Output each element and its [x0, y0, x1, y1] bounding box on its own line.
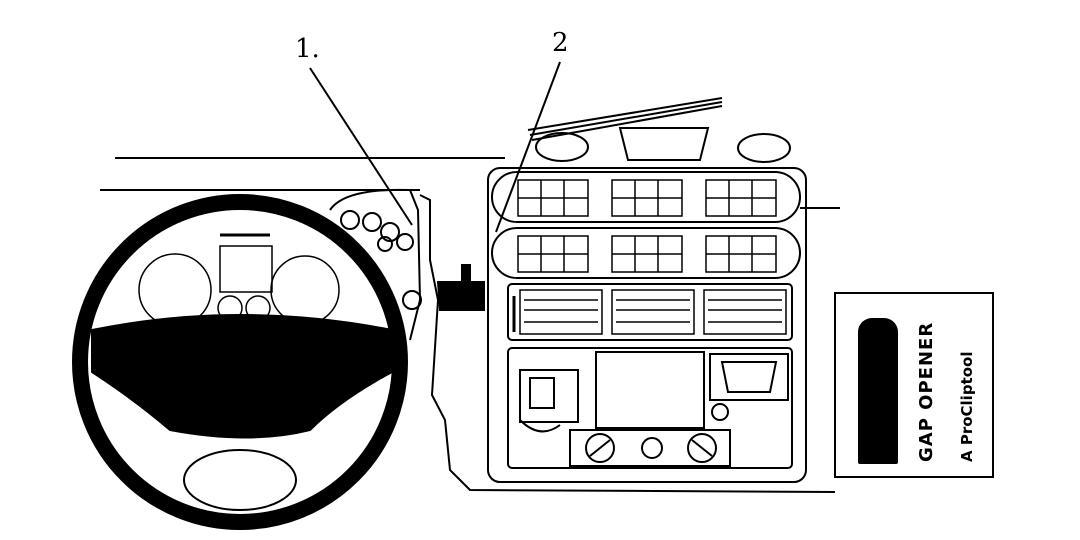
display-window [595, 351, 705, 429]
gap-opener-tool-icon [858, 318, 898, 464]
fan-knob [641, 437, 663, 459]
cluster-hood [329, 188, 422, 341]
callout-1-leader [309, 67, 413, 226]
control-panel [507, 283, 793, 341]
instrument-gauges [138, 233, 340, 327]
tool-subtitle: A ProCliptool [958, 351, 976, 462]
cluster-knob [402, 290, 422, 310]
climate-panel [569, 429, 731, 467]
callout-label-1: 1. [295, 34, 320, 64]
steering-wheel [72, 194, 408, 530]
center-console [487, 167, 807, 483]
steering-wheel-opening [183, 449, 297, 511]
steering-wheel-hub [91, 314, 393, 439]
ashtray [709, 353, 789, 401]
switch-block [519, 369, 579, 423]
callout-2-leader [495, 61, 561, 233]
distribution-knob [687, 433, 717, 463]
temperature-knob [585, 433, 615, 463]
vent-row-lower [491, 227, 801, 279]
tool-card: GAP OPENER A ProCliptool [834, 292, 994, 478]
control-buttons [519, 289, 787, 335]
dash-side-panel [419, 194, 836, 493]
tool-title: GAP OPENER [916, 321, 937, 462]
defroster-vent [527, 97, 791, 163]
callout-label-2: 2 [552, 28, 569, 58]
vent-row-upper [491, 171, 801, 223]
mount-bracket [436, 264, 485, 311]
switch-cluster [340, 210, 414, 252]
lower-compartment [507, 347, 793, 469]
vent-louvers [517, 179, 777, 273]
